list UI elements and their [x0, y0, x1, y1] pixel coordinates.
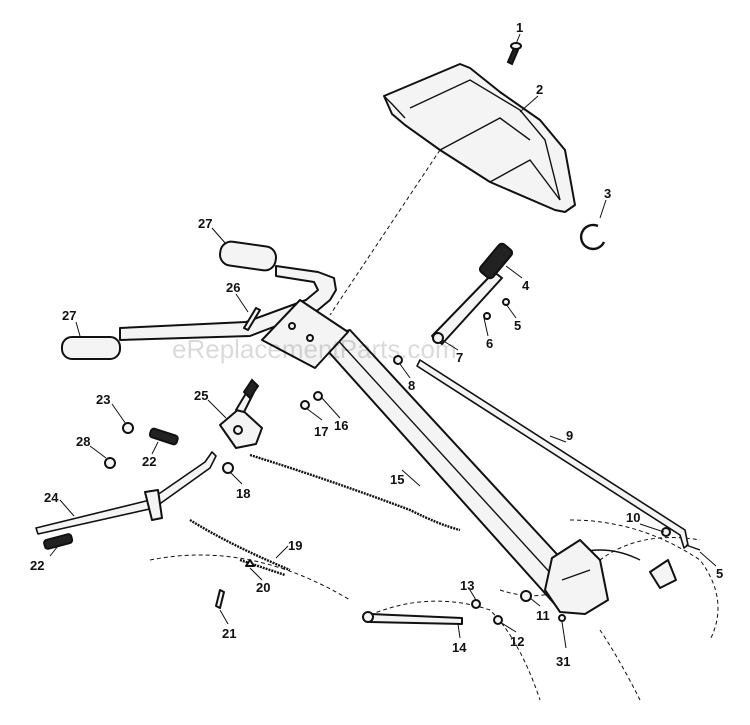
callout-5: 5: [716, 566, 723, 581]
callout-20: 20: [256, 580, 270, 595]
right-bracket-part: [649, 544, 701, 589]
assembly-line-shield: [329, 149, 441, 316]
main-tube-part: [317, 329, 609, 615]
callout-13: 13: [460, 578, 474, 593]
housing-contours: [149, 519, 719, 701]
callout-3: 3: [604, 186, 611, 201]
spring-icon: [43, 533, 74, 550]
callout-22: 22: [142, 454, 156, 469]
callout-21: 21: [222, 626, 236, 641]
callout-12: 12: [510, 634, 524, 649]
callout-10: 10: [626, 510, 640, 525]
callout-16: 16: [334, 418, 348, 433]
lower-lever-part: [362, 611, 463, 625]
callout-31: 31: [556, 654, 570, 669]
lower-rod-part: [35, 451, 217, 535]
callout-2: 2: [536, 82, 543, 97]
lower-cable: [189, 518, 291, 572]
callout-23: 23: [96, 392, 110, 407]
shield-part: [383, 63, 576, 213]
rod-bracket: [144, 489, 163, 521]
callout-27: 27: [62, 308, 76, 323]
control-rod-part: [416, 359, 689, 549]
throttle-cable: [249, 453, 461, 532]
watermark: eReplacementParts.com: [172, 334, 457, 364]
callout-8: 8: [408, 378, 415, 393]
callout-28: 28: [76, 434, 90, 449]
callout-18: 18: [236, 486, 250, 501]
callout-6: 6: [486, 336, 493, 351]
callouts: 1 2 3 4 5 5 6 7 8 9 10 11 12 13 14 15 16…: [30, 20, 723, 669]
clip-icon: [579, 223, 606, 251]
callout-4: 4: [522, 278, 530, 293]
shift-lever-part: [431, 242, 514, 345]
callout-15: 15: [390, 472, 404, 487]
callout-11: 11: [536, 608, 550, 623]
callout-1: 1: [516, 20, 523, 35]
callout-27: 27: [198, 216, 212, 231]
leader-lines: [49, 33, 717, 649]
callout-17: 17: [314, 424, 328, 439]
callout-7: 7: [456, 350, 463, 365]
callout-25: 25: [194, 388, 208, 403]
bracket-plate-part: [261, 299, 349, 369]
callout-22: 22: [30, 558, 44, 573]
screw-icon: [506, 42, 522, 66]
lever-assembly-part: [219, 378, 263, 449]
spring-icon: [148, 427, 179, 446]
callout-5: 5: [514, 318, 521, 333]
callout-14: 14: [452, 640, 467, 655]
callout-24: 24: [44, 490, 59, 505]
callout-9: 9: [566, 428, 573, 443]
callout-26: 26: [226, 280, 240, 295]
callout-19: 19: [288, 538, 302, 553]
